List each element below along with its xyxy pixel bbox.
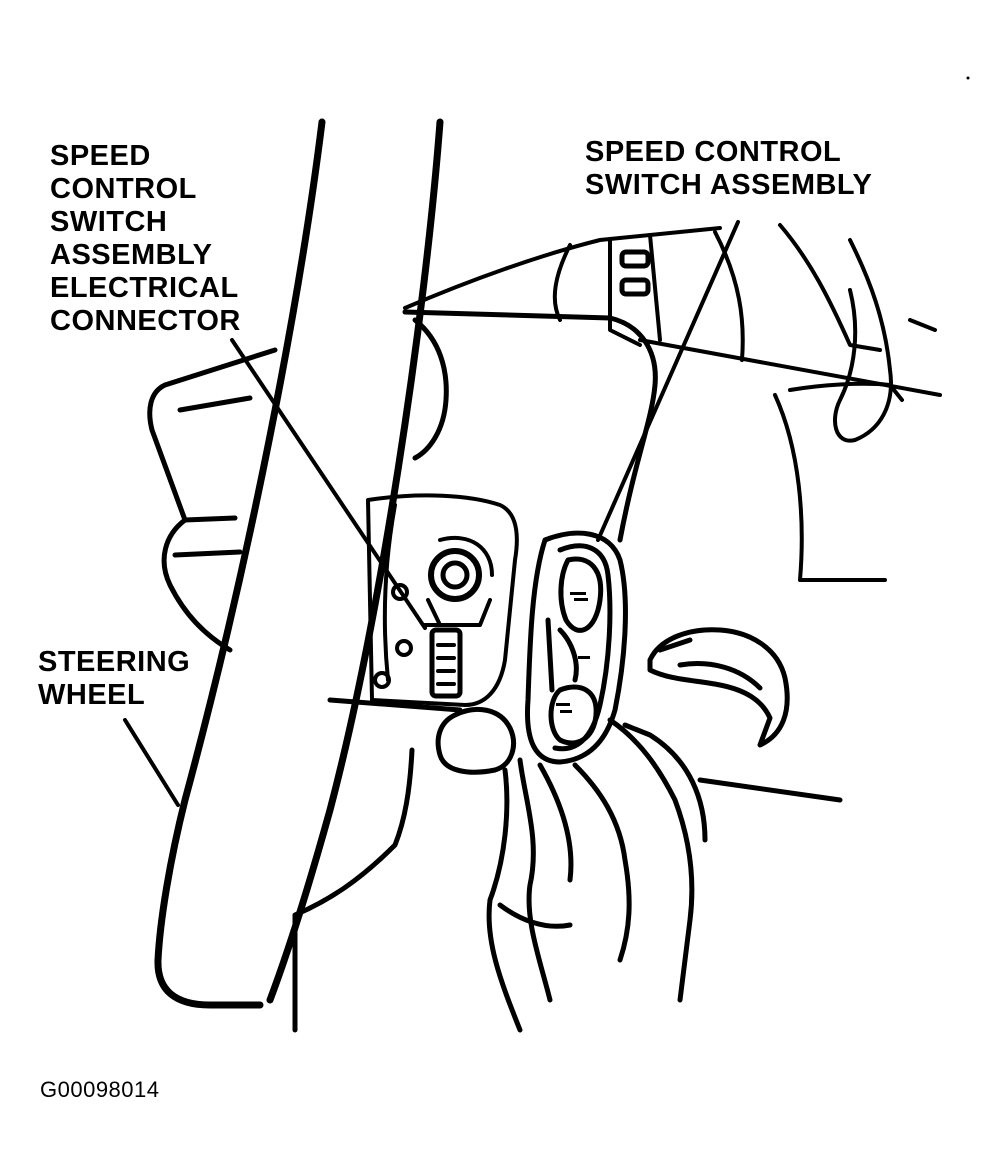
label-line: SWITCH ASSEMBLY [585, 169, 873, 201]
label-speed-control-switch-assembly: SPEED CONTROL SWITCH ASSEMBLY [585, 136, 872, 202]
round-cap [647, 627, 790, 748]
figure-id: G00098014 [40, 1077, 160, 1102]
slot-marks [619, 249, 651, 297]
label-steering-wheel: STEERING WHEEL [38, 646, 190, 712]
dashboard-background [403, 223, 942, 582]
label-line: ASSEMBLY [50, 239, 213, 271]
label-line: STEERING [38, 646, 191, 678]
leader-switch [596, 220, 740, 542]
leader-connector [230, 338, 427, 630]
label-line: WHEEL [38, 679, 146, 711]
leader-lines [123, 220, 740, 807]
label-line: SPEED CONTROL [585, 136, 842, 168]
label-speed-control-switch-assembly-electrical-connector: SPEED CONTROL SWITCH ASSEMBLY ELECTRICAL… [50, 140, 241, 338]
switch-markings [556, 592, 590, 713]
steering-wheel-rim [154, 118, 444, 1009]
speed-control-switch [524, 530, 628, 765]
leader-wheel [123, 718, 180, 807]
label-line: CONTROL [50, 173, 197, 205]
label-line: ELECTRICAL [50, 272, 239, 304]
left-trim-panel [147, 347, 278, 653]
label-line: CONNECTOR [50, 305, 241, 337]
label-line: SPEED [50, 140, 151, 172]
hand [292, 706, 843, 1033]
label-line: SWITCH [50, 206, 168, 238]
electrical-connector [423, 623, 472, 699]
steering-column-shroud [327, 309, 658, 713]
speck-mark [966, 76, 970, 80]
